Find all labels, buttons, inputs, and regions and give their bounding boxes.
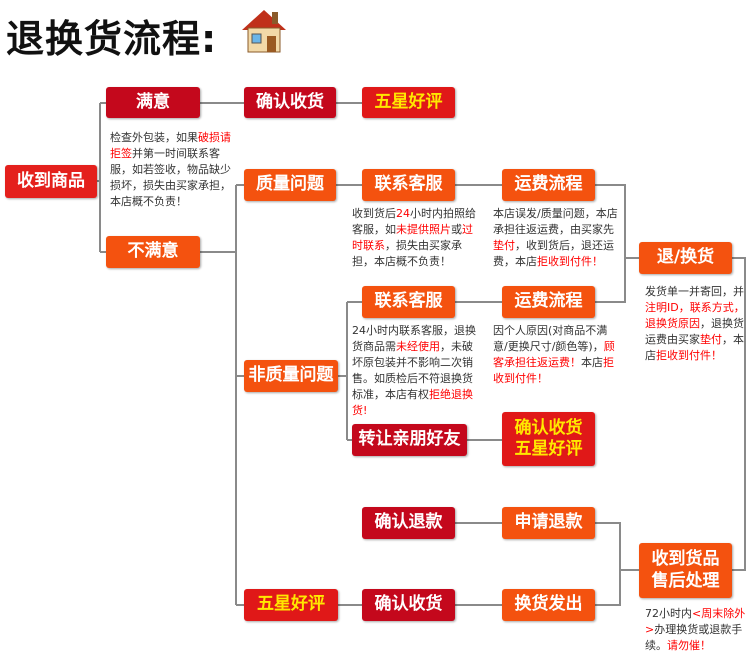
five-star-review-box: 五星好评: [362, 87, 455, 118]
return-exchange-box: 退/换货: [639, 242, 732, 274]
after-sale-note: 72小时内<周末除外>办理换货或退款手续。请勿催！: [645, 607, 746, 652]
unsatisfied-box: 不满意: [106, 236, 200, 268]
freight-note-2: 因个人原因(对商品不满意/更换尺寸/颜色等)，顾客承担往返运费！本店拒收到付件！: [493, 324, 615, 385]
confirm-receipt-label: 确认收货: [514, 417, 583, 438]
return-note: 发货单一并寄回，并注明ID，联系方式，退换货原因，退换货运费由买家垫付，本店拒收…: [645, 285, 745, 362]
freight-process-box-2: 运费流程: [502, 286, 595, 318]
confirm-receipt-box: 确认收货: [244, 87, 336, 118]
house-icon: [242, 10, 286, 53]
confirm-and-review-box: 确认收货 五星好评: [502, 412, 595, 466]
quality-issue-box: 质量问题: [244, 169, 336, 201]
received-goods-box: 收到商品: [5, 165, 97, 198]
transfer-to-friends-box: 转让亲朋好友: [352, 424, 467, 456]
after-sale-box: 收到货品 售后处理: [639, 543, 732, 598]
freight-note: 本店误发/质量问题，本店承担往返运费，由买家先垫付，收到货后，退还运费，本店拒收…: [493, 207, 618, 268]
apply-refund-box: 申请退款: [502, 507, 595, 539]
freight-process-box: 运费流程: [502, 169, 595, 201]
contact-service-box: 联系客服: [362, 169, 455, 201]
page-title: 退换货流程:: [6, 17, 218, 61]
confirm-refund-box: 确认退款: [362, 507, 455, 539]
five-star-review-box-bottom: 五星好评: [244, 589, 338, 621]
inspect-note: 检查外包装，如果破损请拒签并第一时间联系客服，如若签收，物品缺少损坏，损失由买家…: [110, 131, 231, 208]
after-sale-label-1: 收到货品: [651, 549, 720, 570]
contact-note: 收到货后24小时内拍照给客服，如未提供照片或过时联系，损失由买家承担，本店概不负…: [352, 207, 476, 268]
satisfied-box: 满意: [106, 87, 200, 118]
exchange-shipped-box: 换货发出: [502, 589, 595, 621]
confirm-receipt-box-bottom: 确认收货: [362, 589, 455, 621]
contact-service-box-2: 联系客服: [362, 286, 455, 318]
five-star-label: 五星好评: [514, 439, 583, 459]
non-quality-issue-box: 非质量问题: [244, 360, 338, 392]
contact-note-2: 24小时内联系客服，退换货商品需未经使用，未破坏原包装并不影响二次销售。如质检后…: [352, 324, 476, 417]
after-sale-label-2: 售后处理: [651, 570, 720, 591]
